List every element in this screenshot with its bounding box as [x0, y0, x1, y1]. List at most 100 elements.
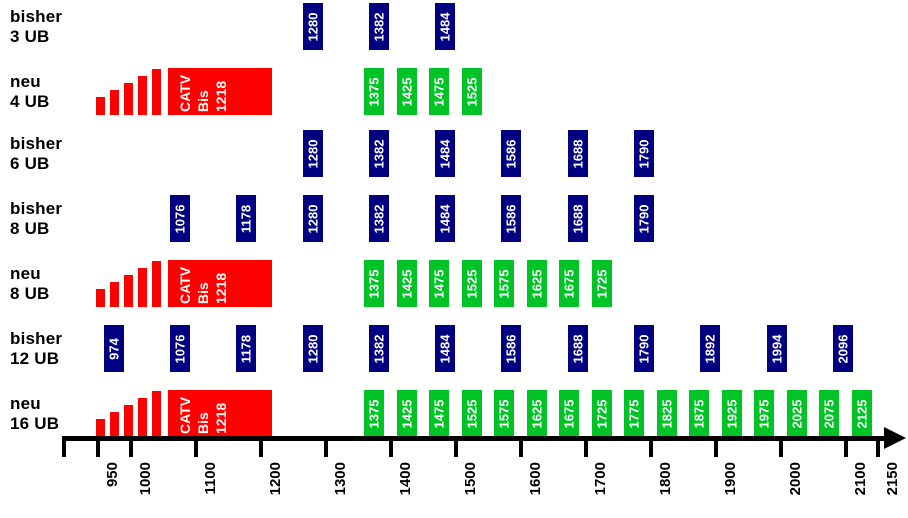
- channel-box: 1475: [429, 68, 450, 115]
- channel-box: 1382: [368, 3, 389, 50]
- axis-tick: [193, 441, 198, 457]
- channel-frequency-label: 1725: [594, 399, 610, 428]
- channel-box: 2125: [851, 390, 872, 437]
- axis-tick-label: 1700: [591, 462, 609, 496]
- channel-frequency-label: 1484: [437, 12, 453, 41]
- channel-box: 1382: [368, 195, 389, 242]
- channel-frequency-label: 1675: [561, 269, 577, 298]
- channel-box: 1484: [435, 3, 456, 50]
- channel-box: 1875: [689, 390, 710, 437]
- channel-box: 1688: [567, 195, 588, 242]
- channel-frequency-label: 974: [106, 337, 122, 360]
- channel-frequency-label: 1484: [437, 334, 453, 363]
- channel-box: 1280: [302, 195, 323, 242]
- channel-frequency-label: 1525: [464, 269, 480, 298]
- channel-box: 1586: [501, 195, 522, 242]
- axis-tick: [388, 441, 393, 457]
- channel-box: 1688: [567, 130, 588, 177]
- channel-frequency-label: 1892: [702, 334, 718, 363]
- row-label-line2: 6 UB: [10, 154, 50, 173]
- axis-tick-origin: [62, 441, 66, 457]
- channel-box: 2025: [786, 390, 807, 437]
- channel-box: 1475: [429, 390, 450, 437]
- channel-frequency-label: 1994: [769, 334, 785, 363]
- channel-box: 1484: [435, 130, 456, 177]
- channel-frequency-label: 1382: [371, 139, 387, 168]
- catv-ramp-bar: [110, 90, 119, 115]
- channel-frequency-label: 1425: [399, 77, 415, 106]
- channel-frequency-label: 2025: [789, 399, 805, 428]
- channel-frequency-label: 1586: [503, 204, 519, 233]
- channel-box: 1725: [591, 390, 612, 437]
- channel-box: 2096: [832, 325, 853, 372]
- channel-frequency-label: 1425: [399, 269, 415, 298]
- axis-tick-label: 1500: [461, 462, 479, 496]
- channel-frequency-label: 2075: [821, 399, 837, 428]
- channel-frequency-label: 1475: [431, 269, 447, 298]
- axis-tick-label: 1300: [331, 462, 349, 496]
- channel-frequency-label: 1375: [366, 77, 382, 106]
- channel-box: 1382: [368, 130, 389, 177]
- channel-box: 1925: [721, 390, 742, 437]
- channel-box: 1675: [559, 390, 580, 437]
- row-label-line2: 4 UB: [10, 92, 50, 111]
- axis-tick-label: 1000: [136, 462, 154, 496]
- catv-label-label_line1: CATV: [177, 396, 193, 434]
- channel-box: 1375: [364, 390, 385, 437]
- row-label-line1: neu: [10, 72, 41, 91]
- channel-frequency-label: 1076: [172, 204, 188, 233]
- row-label-line1: bisher: [10, 7, 63, 26]
- row-label-line1: bisher: [10, 134, 63, 153]
- catv-ramp-bar: [124, 275, 133, 307]
- channel-box: 1484: [435, 325, 456, 372]
- channel-frequency-label: 1475: [431, 399, 447, 428]
- channel-box: 1178: [236, 325, 257, 372]
- catv-ramp-bar: [124, 83, 133, 115]
- channel-frequency-label: 1575: [496, 399, 512, 428]
- channel-box: 1382: [368, 325, 389, 372]
- channel-frequency-label: 1076: [172, 334, 188, 363]
- channel-box: 1076: [169, 195, 190, 242]
- catv-ramp-bar: [152, 261, 161, 307]
- axis-tick: [876, 441, 880, 457]
- channel-box: 1725: [591, 260, 612, 307]
- channel-frequency-label: 1586: [503, 334, 519, 363]
- channel-box: 1575: [494, 260, 515, 307]
- channel-frequency-label: 1688: [570, 334, 586, 363]
- axis-tick-label: 2150: [884, 462, 901, 496]
- channel-frequency-label: 1375: [366, 269, 382, 298]
- axis-tick: [583, 441, 588, 457]
- catv-label-label_line2: Bis: [195, 90, 211, 112]
- axis-tick-label: 1200: [266, 462, 284, 496]
- catv-label-label_line3: 1218: [213, 80, 229, 112]
- channel-box: 1994: [766, 325, 787, 372]
- axis-line: [62, 436, 890, 441]
- row-label-line2: 16 UB: [10, 414, 60, 433]
- row-label-line2: 8 UB: [10, 284, 50, 303]
- channel-frequency-label: 1775: [626, 399, 642, 428]
- channel-frequency-label: 1425: [399, 399, 415, 428]
- channel-frequency-label: 1925: [724, 399, 740, 428]
- channel-box: 1375: [364, 260, 385, 307]
- channel-frequency-label: 1484: [437, 139, 453, 168]
- channel-box: 1790: [634, 195, 654, 242]
- axis-tick-label: 950: [104, 462, 121, 488]
- channel-frequency-label: 1375: [366, 399, 382, 428]
- catv-ramp-bar: [138, 268, 147, 307]
- axis-tick-label: 1100: [201, 462, 219, 495]
- axis-tick-label: 2000: [786, 462, 804, 496]
- catv-ramp-bar: [152, 391, 161, 437]
- row-label-line1: neu: [10, 394, 41, 413]
- channel-frequency-label: 1790: [636, 334, 652, 363]
- catv-ramp-bar: [152, 69, 161, 115]
- channel-box: 1475: [429, 260, 450, 307]
- row-label-line2: 3 UB: [10, 27, 50, 46]
- channel-box: 1280: [302, 325, 323, 372]
- catv-label-label_line1: CATV: [177, 74, 193, 112]
- channel-frequency-label: 1525: [464, 399, 480, 428]
- channel-box: 1825: [656, 390, 677, 437]
